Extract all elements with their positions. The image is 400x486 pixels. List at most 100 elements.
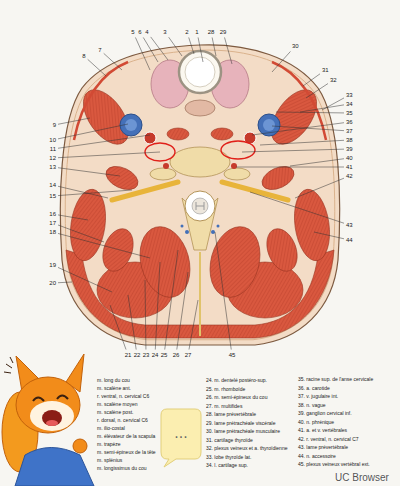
legend-entry: m. ilio-costal [97,426,125,432]
legend-entry: 35. racine sup. de l'anse cervicale [298,377,373,383]
mascot [4,357,13,373]
mascot [2,354,94,486]
legend-entry: 36. a. carotide [298,386,330,392]
callout-number: 23 [143,352,150,359]
jugular-vein [263,119,275,131]
mascot [46,420,58,426]
callout-number: 28 [208,29,215,36]
legend-entry: m. scalène ant. [97,386,131,392]
jugular-vein [125,119,137,131]
annotation-circle [145,141,255,161]
callout-number: 25 [161,352,168,359]
venous-plexus [211,230,215,234]
leader-line [58,190,132,196]
callout-number: 10 [49,137,56,144]
leader-line [155,262,160,350]
legend-entry: 30. lame prétrachéale musculaire [206,429,280,435]
leader-line [236,167,344,168]
callout-number: 37 [346,128,353,135]
vertebral-artery [163,163,237,169]
jugular-vein [120,114,280,136]
legend-entry: 45. plexus veineux vertébral ext. [298,462,370,468]
leader-line [252,123,344,135]
leader-line [58,233,150,258]
callout-number: 29 [220,29,227,36]
leader-line [58,186,108,198]
leader-line [272,51,290,72]
trachea [185,57,215,87]
legend-entry: 34. l. cartilage sup. [206,463,248,469]
callout-number: 38 [346,137,353,144]
scalene-muscle [258,162,297,194]
callout-number: 20 [49,280,56,287]
mascot [33,398,44,402]
legend-entry: 28. lame prévertébrale [206,412,256,418]
callout-number: 33 [346,92,353,99]
legend-entry: 41. a. et v. vertébrales [298,428,347,434]
callout-number: 27 [185,352,192,359]
leader-line [250,192,344,223]
leader-line [290,159,344,166]
leader-line [58,152,160,158]
leader-line [143,37,158,62]
leader-line [303,74,320,86]
vertebra [150,168,176,180]
legend-entry: m. longissimus du cou [97,466,146,472]
callout-number: 43 [346,222,353,229]
leader-line [151,37,168,60]
mascot [16,377,80,433]
legend-entry: 42. r. ventral, n. cervical C7 [298,437,359,443]
vertebra [150,147,250,250]
legend-entry: m. splénius [97,458,122,464]
callout-number: 18 [49,229,56,236]
spinal-cord [185,191,215,221]
leader-line [306,84,328,98]
callout-number: 6 [138,29,141,36]
leader-line [58,135,150,148]
leader-line [242,149,344,152]
leader-line [300,105,344,112]
legend-entry: 40. n. phrénique [298,420,334,426]
legend-entry: 24. m. dentelé postéro-sup. [206,378,267,384]
legend-entry: 33. lobe thyroïde lat. [206,455,251,461]
neck-outline [65,50,335,340]
callout-number: 7 [98,47,101,54]
callout-number: 21 [125,352,132,359]
callout-number: 44 [346,237,353,244]
callout-number: 1 [195,29,198,36]
mascot [30,401,74,431]
esophagus [185,100,215,116]
leader-line [128,295,136,350]
vertebral-artery [163,163,169,169]
legend-entry: 38. n. vague [298,403,326,409]
callout-number: 45 [229,352,236,359]
annotation-circle [221,141,255,159]
neck-outline [60,45,339,345]
leader-line [212,37,216,56]
speech-bubble: ... [160,408,202,468]
leader-line [58,282,72,284]
callout-number: 30 [292,43,299,50]
callout-number: 3 [163,29,166,36]
legend-entry: 37. v. jugulaire int. [298,394,338,400]
longus-colli-muscle [167,128,189,140]
venous-plexus [181,225,220,235]
callout-number: 34 [346,101,353,108]
callout-number: 26 [173,352,180,359]
leader-line [165,250,178,350]
spinal-cord [192,198,208,214]
legend-entry: m. scalène moyen [97,402,138,408]
callout-number: 24 [152,352,159,359]
legend-entry: 26. m. semi-épineux du cou [206,395,267,401]
legend-entry: m. trapèze [97,442,121,448]
carotid-artery [144,132,156,144]
leader-line [198,37,203,62]
callout-number: 42 [346,173,353,180]
leader-line [189,300,198,350]
nuchal-ligament [199,252,201,336]
mascot [42,410,62,426]
callout-number: 36 [346,119,353,126]
